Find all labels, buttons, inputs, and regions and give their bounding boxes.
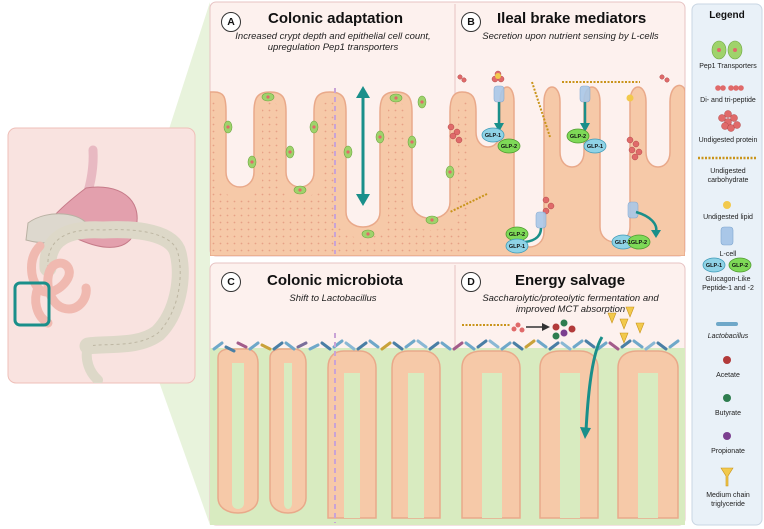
legend-label-glp: Glucagon-Like Peptide-1 and -2 <box>702 276 754 292</box>
legend-icons: GLP-1 GLP-2 <box>698 40 756 487</box>
legend-label-dipeptide: Di- and tri-peptide <box>700 97 756 104</box>
glp-pill-group-1 <box>481 127 521 154</box>
glp-pill-group-4 <box>611 234 651 250</box>
panel-a-subtitle-line-1: Increased crypt depth and epithelial cel… <box>235 31 431 42</box>
lipid-droplet-icon <box>723 201 731 209</box>
legend-label-lipid: Undigested lipid <box>703 214 753 221</box>
pill-label: GLP-2 <box>631 240 647 246</box>
pill-label: GLP-1 <box>615 240 631 246</box>
panel-c-title: Colonic microbiota <box>267 272 403 289</box>
panel-c-badge: C <box>221 272 241 292</box>
legend-label-mct: Medium chain triglyceride <box>706 492 750 508</box>
l-cell-icon <box>720 226 734 246</box>
pill-label: GLP-2 <box>570 134 586 140</box>
glp-pill-icon: GLP-1 GLP-2 <box>702 257 752 273</box>
gi-tract-illustration <box>13 145 189 383</box>
panel-d-subtitle-line-2: improved MCT absorption <box>515 304 626 315</box>
legend-box <box>691 3 763 526</box>
legend-pill-label-1: GLP-1 <box>706 263 722 269</box>
panel-a-subtitle: Increased crypt depth and epithelial cel… <box>212 31 454 53</box>
legend-label-pep1: Pep1 Transporters <box>699 63 757 70</box>
pill-label: GLP-1 <box>485 133 501 139</box>
panel-a-subtitle-line-2: upregulation Pep1 transporters <box>267 42 399 53</box>
protein-cluster-icon <box>718 110 741 132</box>
panel-a-badge: A <box>221 12 241 32</box>
pill-label: GLP-2 <box>509 232 525 238</box>
pep1-transporter-icon <box>711 40 743 60</box>
panel-b-subtitle: Secretion upon nutrient sensing by L-cel… <box>482 31 659 42</box>
panel-d-badge: D <box>461 272 481 292</box>
legend-label-butyrate: Butyrate <box>714 410 742 417</box>
lactobacillus-band <box>212 339 680 353</box>
panel-c-subtitle: Shift to Lactobacillus <box>289 293 377 304</box>
panel-b-badge: B <box>461 12 481 32</box>
legend-title: Legend <box>709 10 745 21</box>
panel-d-subtitle: Saccharolytic/proteolytic fermentation a… <box>458 293 683 315</box>
glp-pill-group-2 <box>566 128 607 154</box>
panel-a-title: Colonic adaptation <box>268 10 403 27</box>
scfa-cluster <box>552 319 576 340</box>
propionate-dot-icon <box>723 432 731 440</box>
pill-label: GLP-1 <box>587 144 603 150</box>
acetate-dot-icon <box>723 356 731 364</box>
glp-pill-group-3 <box>505 226 529 254</box>
highlight-region <box>13 281 51 327</box>
organ-box <box>7 127 196 384</box>
pill-label: GLP-1 <box>509 244 525 250</box>
legend-label-lactobacillus: Lactobacillus <box>707 333 749 340</box>
panel-b-title: Ileal brake mediators <box>497 10 647 27</box>
mct-icon <box>720 467 734 487</box>
panel-cd-tissue <box>210 306 685 525</box>
legend-label-acetate: Acetate <box>716 372 740 379</box>
pill-label: GLP-2 <box>501 144 517 150</box>
panel-d-title: Energy salvage <box>515 272 626 289</box>
legend-label-carbohydrate: Undigested carbohydrate <box>707 168 749 184</box>
panel-ab-tissue: GLP-1 GLP-2 GLP-2 GLP-1 GLP-2 GLP-1 GLP-… <box>210 70 685 256</box>
legend-label-propionate: Propionate <box>711 448 745 455</box>
panel-d-subtitle-line-1: Saccharolytic/proteolytic fermentation a… <box>482 293 659 304</box>
dipeptide-icon <box>715 85 744 91</box>
legend-label-protein: Undigested protein <box>698 137 758 144</box>
butyrate-dot-icon <box>723 394 731 402</box>
legend-label-lcell: L-cell <box>719 251 737 258</box>
legend-pill-label-2: GLP-2 <box>732 263 748 269</box>
